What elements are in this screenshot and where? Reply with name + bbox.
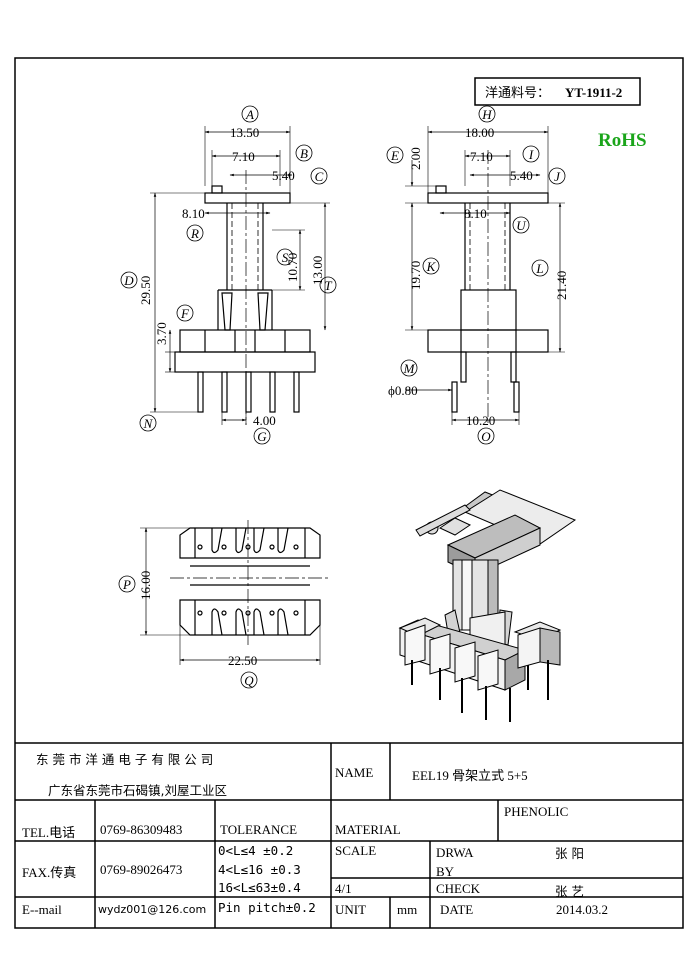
balloon-e: E [390,148,399,163]
dim-d-value: 29.50 [138,276,153,305]
front-view [150,126,330,425]
dim-u-value: 8.10 [464,206,487,221]
dim-o-value: 10.20 [466,413,495,428]
dim-j-value: 5.40 [510,168,533,183]
dim-e-value: 2.00 [408,147,423,170]
unit-value: mm [397,902,418,917]
part-code-value: YT-1911-2 [565,85,622,100]
dim-g-value: 4.00 [253,413,276,428]
dim-i-value: 7.10 [470,149,493,164]
balloon-h: H [481,107,492,122]
email-value: wydz001@126.com [98,903,207,916]
dim-r-value: 8.10 [182,206,205,221]
balloon-c: C [315,169,324,184]
part-code-label: 洋通料号： [485,86,550,101]
name-value: EEL19 骨架立式 5+5 [412,768,528,783]
dim-m-value: ϕ0.80 [388,383,418,398]
tolerance-row-3: 16<L≤63±0.4 [218,880,301,895]
balloon-q: Q [244,673,254,688]
balloon-m: M [403,361,416,376]
fax-label: FAX.传真 [22,865,77,880]
email-label: E--mail [22,902,62,917]
side-view-balloons: H I J E U K L M O [386,105,566,445]
material-value: PHENOLIC [504,804,569,819]
balloon-l: L [535,261,543,276]
balloon-s: S [282,250,289,265]
scale-value: 4/1 [335,881,352,896]
side-view [405,126,565,425]
unit-label: UNIT [335,902,367,917]
dim-a-value: 13.50 [230,125,259,140]
balloon-j: J [554,169,561,184]
balloon-u: U [516,218,527,233]
tolerance-row-2: 4<L≤16 ±0.3 [218,862,301,877]
dim-s-value: 10.70 [285,253,300,282]
balloon-a: A [245,107,254,122]
bottom-view-labels: 16.00 22.50 [138,571,257,668]
material-label: MATERIAL [335,822,401,837]
balloon-t: T [324,278,332,293]
front-view-labels: 13.50 7.10 5.40 8.10 29.50 10.70 13.00 3… [138,125,325,428]
company-name: 东 莞 市 洋 通 电 子 有 限 公 司 [36,752,214,767]
date-value: 2014.03.2 [556,902,608,917]
drawn-value: 张 阳 [555,846,584,861]
balloon-i: I [528,147,534,162]
balloon-p: P [122,577,131,592]
rohs-label: RoHS [598,130,647,151]
drawn-label: DRWA BY [436,845,473,879]
check-label: CHECK [436,881,481,896]
dim-f-value: 3.70 [154,322,169,345]
isometric-view [398,489,577,722]
fax-value: 0769-89026473 [100,862,183,877]
dim-b-value: 7.10 [232,149,255,164]
balloon-r: R [190,226,199,241]
tel-value: 0769-86309483 [100,822,183,837]
tel-label: TEL.电话 [22,825,76,840]
dim-t-value: 13.00 [310,256,325,285]
scale-label: SCALE [335,843,377,858]
tolerance-row-1: 0<L≤4 ±0.2 [218,843,294,858]
balloon-o: O [481,429,491,444]
dim-p-value: 16.00 [138,571,153,600]
check-value: 张 艺 [555,884,584,899]
dim-q-value: 22.50 [228,653,257,668]
side-view-labels: 18.00 7.10 5.40 2.00 8.10 19.70 21.40 ϕ0… [388,125,569,428]
balloon-k: K [426,259,437,274]
dim-h-value: 18.00 [465,125,494,140]
balloon-d: D [123,273,134,288]
front-view-balloons: A B C R S T D F N G [120,105,337,445]
bottom-view [140,520,330,665]
dim-c-value: 5.40 [272,168,295,183]
bottom-view-balloons: P Q [118,575,258,689]
tolerance-label: TOLERANCE [220,822,298,837]
balloon-n: N [143,416,154,431]
tolerance-row-4: Pin pitch±0.2 [218,900,316,915]
dim-k-value: 19.70 [408,261,423,290]
date-label: DATE [440,902,474,917]
dim-l-value: 21.40 [554,271,569,300]
company-address: 广东省东莞市石碣镇,刘屋工业区 [48,783,227,798]
balloon-b: B [300,146,308,161]
part-code-box: 洋通料号： YT-1911-2 [474,77,641,106]
sheet-border [14,57,684,929]
balloon-f: F [180,306,190,321]
balloon-g: G [257,429,267,444]
name-label: NAME [335,765,374,780]
title-block-grid [15,742,683,928]
